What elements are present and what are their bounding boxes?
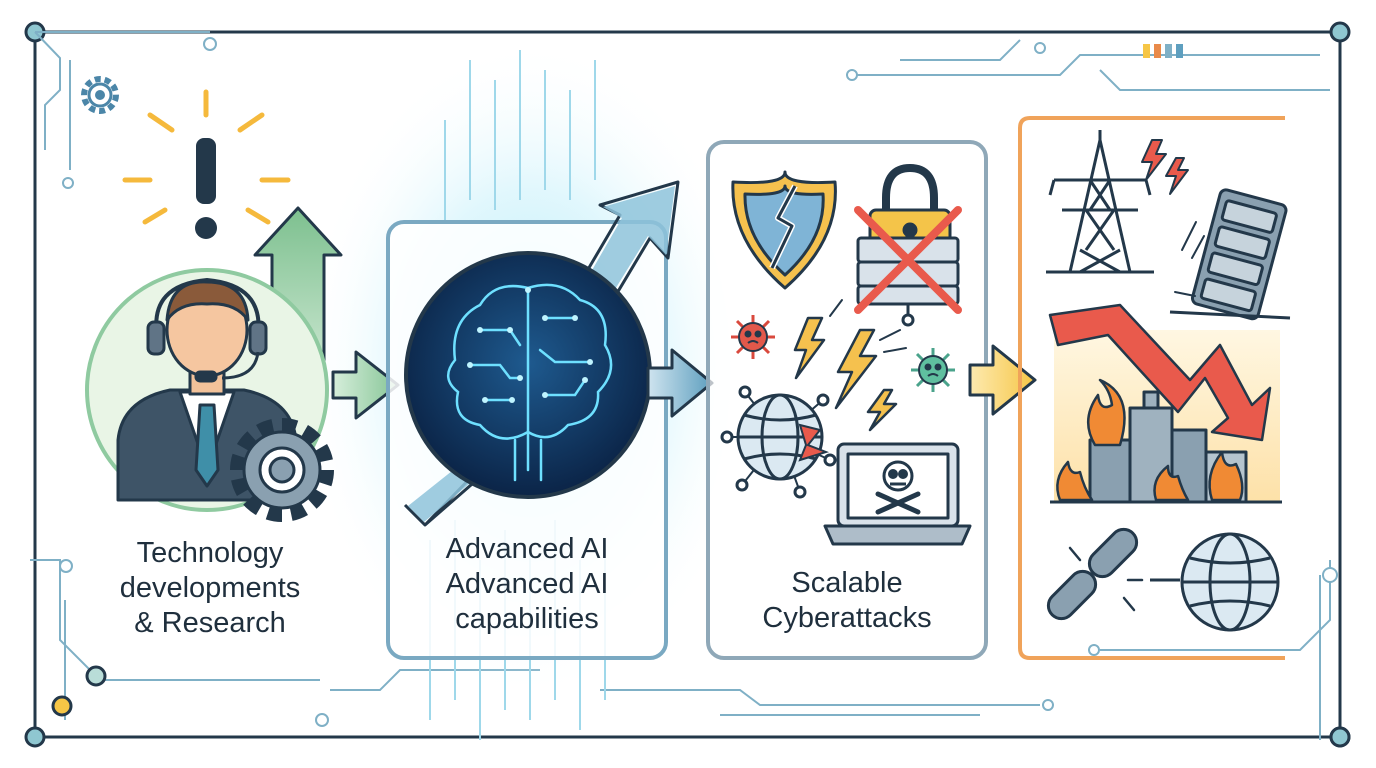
globe-icon <box>1180 532 1280 632</box>
broken-shield-icon <box>731 170 837 290</box>
color-bars-decoration <box>1143 44 1183 58</box>
stage-label-cyber: Scalable Cyberattacks <box>712 566 982 636</box>
city-buildings-icon <box>1050 390 1282 504</box>
hacked-laptop-icon <box>823 442 972 546</box>
label-line: & Research <box>134 607 286 639</box>
virus-green-icon <box>911 348 955 392</box>
power-tower-icon <box>1046 130 1154 274</box>
arrow-cyber-to-impact <box>968 344 1037 416</box>
stage-label-research: Technology developments & Research <box>80 536 340 641</box>
circuit-nodes <box>59 37 1338 727</box>
virus-red-icon <box>731 315 775 359</box>
lightning-bolts-icon <box>793 316 898 432</box>
brain-glow-dots <box>467 287 593 403</box>
label-line: Cyberattacks <box>762 602 932 634</box>
warning-exclamation-icon <box>122 89 291 239</box>
arrow-ai-to-cyber <box>646 348 714 418</box>
locked-server-icon <box>854 164 962 327</box>
fire-icons <box>1056 378 1244 502</box>
brain-circuit-icon <box>447 283 613 482</box>
decline-arrow-icon <box>1048 303 1272 442</box>
label-line: Technology <box>136 537 284 569</box>
label-line: Advanced AI <box>445 568 609 600</box>
label-line: Advanced AI <box>445 533 609 565</box>
label-line: developments <box>119 572 301 604</box>
label-line: Scalable <box>791 567 903 599</box>
circuit-node-accents <box>51 665 1351 748</box>
impact-box <box>1018 116 1285 660</box>
gear-large-icon <box>230 418 334 522</box>
falling-server-icon <box>1169 188 1291 321</box>
gear-small-icon <box>81 76 119 114</box>
globe-network-icon <box>720 385 837 499</box>
label-line: capabilities <box>455 603 599 635</box>
arrow-research-to-ai <box>331 350 400 420</box>
trend-up-arrow-fill <box>408 186 675 522</box>
broken-chain-icon <box>1046 527 1144 621</box>
attack-lines-icon <box>829 299 907 353</box>
spark-icon <box>1141 139 1189 195</box>
stage-label-ai: Advanced AI Advanced AI capabilities <box>392 532 662 637</box>
